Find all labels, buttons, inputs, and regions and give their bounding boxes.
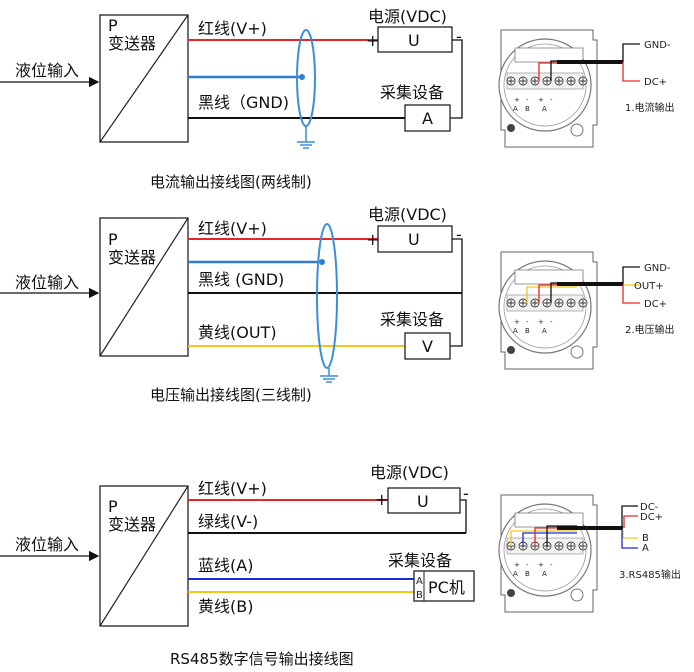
red-wire-label: 红线(V+) (198, 219, 267, 238)
power-supply-box (377, 26, 453, 53)
transmitter-box: P 变送器 (99, 14, 189, 143)
svg-text:-: - (550, 96, 553, 104)
wire-label-gnd: GND- (644, 263, 671, 274)
power-symbol: U (408, 31, 420, 50)
svg-text:+: + (538, 96, 544, 104)
svg-text:B: B (525, 570, 530, 578)
voltage-output-diagram: 液位输入 P 变送器 红线(V+) 黑线 (GND) 黄线(OUT) 电源(VD… (0, 205, 463, 404)
wire-label-dc-plus: DC+ (644, 77, 667, 88)
meter-symbol: V (422, 337, 433, 356)
svg-text:A: A (513, 105, 518, 113)
input-label: 液位输入 (15, 61, 79, 80)
ammeter-box (404, 104, 451, 132)
transmitter-p: P (108, 16, 118, 35)
yellow-wire-label: 黄线(B) (198, 597, 253, 616)
yellow-wire-label: 黄线(OUT) (198, 323, 277, 342)
svg-text:-: - (526, 96, 529, 104)
device-caption: 3.RS485输出 (619, 568, 681, 581)
current-output-diagram: 液位输入 P 变送器 红线(V+) 黑线（GND) 电源(VDC) + U - … (0, 7, 463, 191)
power-symbol: U (417, 492, 429, 511)
wire-label-a: A (642, 543, 649, 554)
svg-text:+: + (538, 318, 544, 326)
transmitter-p: P (108, 230, 118, 249)
green-wire-label: 绿线(V-) (198, 512, 258, 531)
pc-label: PC机 (428, 578, 465, 597)
svg-text:+: + (538, 561, 544, 569)
wire-label-dc-plus: DC+ (640, 512, 663, 523)
transmitter-box: P 变送器 (99, 217, 189, 357)
blue-wire-label: 蓝线(A) (198, 556, 253, 575)
meter-symbol: A (422, 109, 433, 128)
wire-label-b: B (642, 533, 649, 544)
acquisition-label: 采集设备 (380, 83, 444, 102)
device-caption: 1.电流输出 (625, 101, 675, 114)
input-label: 液位输入 (15, 273, 79, 292)
transmitter-p: P (108, 497, 118, 516)
svg-text:A: A (542, 105, 547, 113)
transmitter-name: 变送器 (108, 515, 156, 534)
pc-b-label: B (416, 590, 423, 601)
minus-sign: - (456, 225, 462, 244)
power-symbol: U (408, 230, 420, 249)
svg-text:-: - (526, 561, 529, 569)
black-wire-label: 黑线（GND) (198, 93, 289, 112)
wire-label-gnd: GND- (644, 40, 671, 51)
black-wire-label: 黑线 (GND) (198, 270, 284, 289)
device-caption: 2.电压输出 (625, 323, 675, 336)
power-label: 电源(VDC) (368, 7, 447, 26)
minus-sign: - (456, 27, 462, 46)
acquisition-label: 采集设备 (388, 551, 452, 570)
ground-icon (297, 126, 315, 149)
rs485-output-diagram: 液位输入 P 变送器 红线(V+) 绿线(V-) 蓝线(A) 黄线(B) 电源(… (0, 463, 475, 668)
svg-text:A: A (542, 327, 547, 335)
acquisition-label: 采集设备 (380, 310, 444, 329)
power-label: 电源(VDC) (370, 463, 449, 482)
wire-label-out-plus: OUT+ (634, 281, 664, 292)
plus-sign: + (375, 490, 388, 509)
svg-text:A: A (513, 570, 518, 578)
pc-a-label: A (416, 576, 423, 587)
svg-text:+: + (514, 96, 520, 104)
svg-text:B: B (525, 105, 530, 113)
wire-label-dc-plus: DC+ (644, 299, 667, 310)
caption: 电流输出接线图(两线制) (150, 173, 312, 191)
input-label: 液位输入 (15, 535, 79, 554)
svg-text:B: B (525, 327, 530, 335)
svg-text:-: - (550, 318, 553, 326)
transmitter-name: 变送器 (108, 34, 156, 53)
power-label: 电源(VDC) (368, 205, 447, 224)
ground-icon (320, 368, 338, 383)
wire-label-dc-minus: DC- (640, 502, 659, 513)
red-wire-label: 红线(V+) (198, 19, 267, 38)
svg-text:A: A (542, 570, 547, 578)
red-wire-label: 红线(V+) (198, 479, 267, 498)
svg-text:-: - (550, 561, 553, 569)
plus-sign: + (366, 31, 379, 50)
svg-text:A: A (513, 327, 518, 335)
minus-sign: - (463, 484, 469, 503)
caption: 电压输出接线图(三线制) (150, 386, 312, 404)
svg-text:+: + (514, 561, 520, 569)
svg-text:-: - (526, 318, 529, 326)
svg-text:+: + (514, 318, 520, 326)
transmitter-box: P 变送器 (99, 485, 189, 627)
plus-sign: + (366, 230, 379, 249)
transmitter-name: 变送器 (108, 248, 156, 267)
caption: RS485数字信号输出接线图 (170, 650, 354, 668)
